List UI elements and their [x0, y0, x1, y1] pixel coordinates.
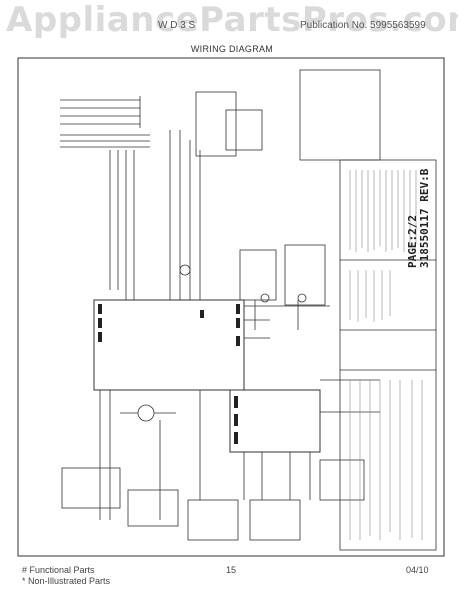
vertical-wires [109, 130, 201, 300]
bottom-component-3 [187, 499, 239, 541]
footnote-functional: # Functional Parts [22, 565, 95, 575]
watermark-logo: AppliancePartsPros.com [6, 0, 458, 40]
notes-box [299, 69, 381, 161]
relay-board [229, 389, 321, 453]
bottom-component-5 [319, 459, 365, 501]
legend-text-lines [349, 170, 423, 540]
bottom-component-4 [249, 499, 301, 541]
bottom-component-1 [61, 467, 121, 509]
oven-light-symbol [179, 264, 191, 276]
page-number: 15 [226, 565, 237, 575]
model-number: W D 3 S [158, 20, 196, 31]
switch-block [225, 109, 263, 151]
terminal-block-top [60, 96, 150, 148]
revision-date: 04/10 [406, 565, 429, 575]
legend-box [339, 159, 437, 551]
control-board [93, 299, 245, 391]
upper-right-modules [239, 244, 326, 330]
revision-code: 318550117 REV:B [418, 168, 431, 268]
convection-fan-symbol [120, 404, 176, 422]
board-connectors [98, 304, 240, 346]
bottom-component-2 [127, 489, 179, 527]
publication-number: Publication No. 5995563599 [300, 20, 426, 31]
diagram-frame [17, 57, 445, 557]
page-title: WIRING DIAGRAM [190, 44, 274, 54]
revision-page: PAGE:2/2 [406, 215, 419, 268]
footnote-non-illustrated: * Non-Illustrated Parts [22, 576, 111, 586]
revision-stamp: 318550117 REV:B PAGE:2/2 [406, 168, 431, 268]
element-symbol [195, 91, 237, 157]
lower-wires [99, 379, 380, 520]
